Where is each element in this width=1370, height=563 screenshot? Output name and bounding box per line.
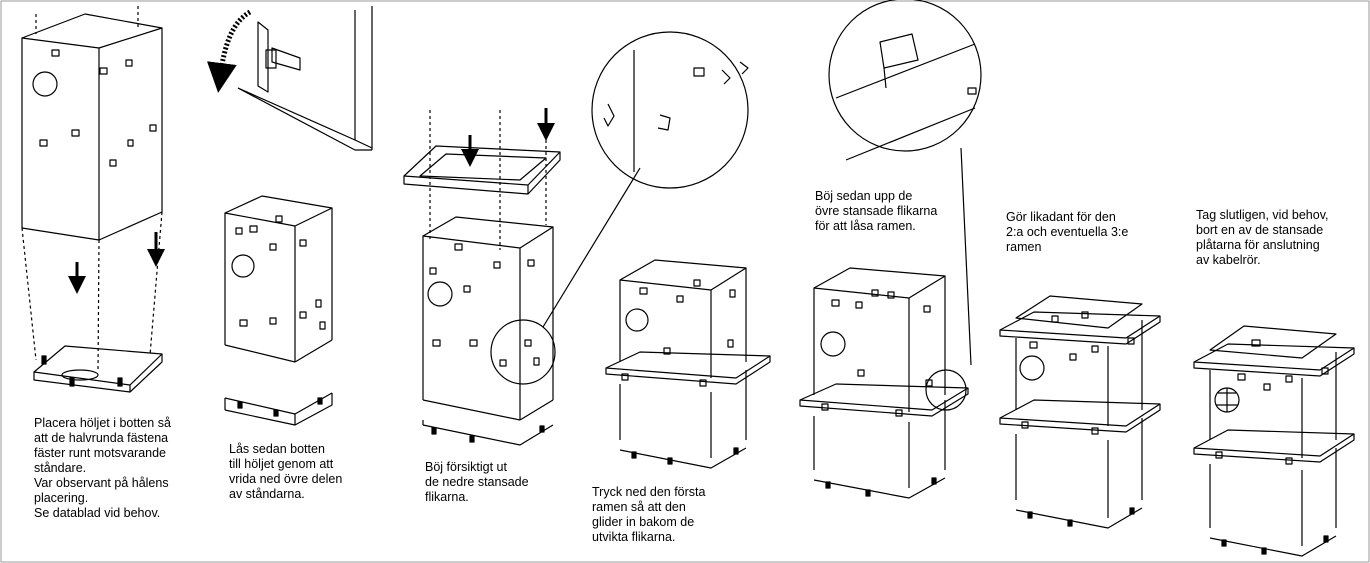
step2-caption: Lås sedan botten till höljet genom att v… [229, 442, 343, 501]
step7-illustration [1193, 325, 1355, 557]
twist-arrow [206, 9, 252, 93]
step7-caption: Tag slutligen, vid behov, bort en av de … [1196, 208, 1329, 267]
zoom-circle-large [591, 31, 749, 189]
cable-hole [32, 71, 58, 97]
step5-caption: Böj sedan upp de övre stansade flikarna … [815, 189, 938, 233]
step6-caption: Gör likadant för den 2:a och eventuella … [1006, 210, 1129, 254]
cable-hole [1019, 355, 1045, 381]
step2-illustration [206, 6, 373, 426]
step1-caption: Placera höljet i botten så att de halvru… [34, 416, 171, 520]
step5-illustration [799, 0, 982, 499]
zoom-circle-large [828, 0, 982, 152]
step4-illustration [605, 259, 771, 469]
cable-hole [427, 281, 453, 307]
step3-illustration [403, 31, 749, 446]
step3-caption: Böj försiktigt ut de nedre stansade flik… [425, 460, 529, 504]
cable-hole [820, 331, 846, 357]
cable-hole [231, 254, 255, 278]
step4-caption: Tryck ned den första ramen så att den gl… [592, 485, 706, 544]
step6-illustration [999, 295, 1161, 529]
zoom-circle-small [925, 369, 967, 411]
cable-hole [625, 308, 649, 332]
zoom-circle-small [490, 319, 556, 385]
step1-illustration [21, 6, 165, 393]
